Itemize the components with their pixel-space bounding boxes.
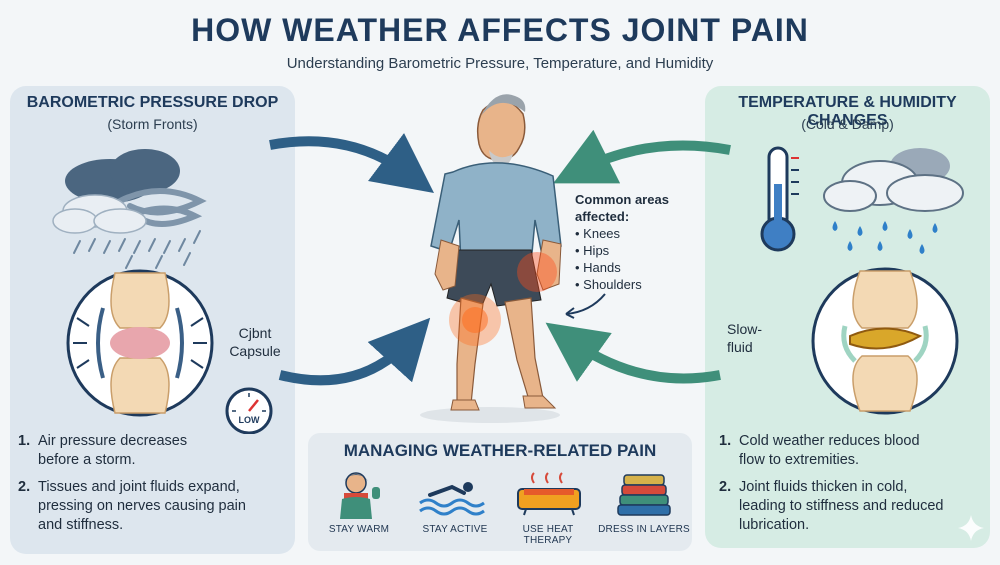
point-item: 2.Joint fluids thicken in cold, [719,479,908,495]
temperature-subheading: (Cold & Damp) [801,116,894,132]
area-item: • Knees [575,226,621,241]
barometric-panel: BAROMETRIC PRESSURE DROP (Storm Fronts) [10,86,295,554]
tip-label: DRESS IN LAYERS [598,524,690,535]
arrow-top-right [553,129,731,184]
page-subtitle: Understanding Barometric Pressure, Tempe… [286,55,714,72]
joint-label-line1: Cjbnt [238,325,272,341]
hand-pain-glow [517,252,557,292]
barometric-subheading: (Storm Fronts) [107,116,198,132]
person-scarf-icon [340,472,380,519]
barometric-heading: BAROMETRIC PRESSURE DROP [26,94,279,111]
areas-heading-line1: Common areas [575,192,669,207]
arrow-bottom-right [545,322,721,384]
pointer-arrow-icon [565,293,606,319]
tip-dress-layers: DRESS IN LAYERS [598,469,690,535]
gauge-low-label: LOW [238,415,260,425]
common-areas-box: Common areas affected: • Knees • Hips • … [575,191,695,293]
point-item: 1.Air pressure decreases [18,433,188,449]
page-title: HOW WEATHER AFFECTS JOINT PAIN [191,12,809,48]
point-item: 2.Tissues and joint fluids expand, [18,479,240,495]
gauge-icon [225,387,273,435]
temperature-heading: TEMPERATURE & HUMIDITY CHANGES [738,94,957,129]
thermometer-icon [760,146,799,252]
barometer-gauge: LOW [220,384,278,435]
bathtub-icon [517,472,581,516]
area-item: • Hips [575,243,610,258]
sparkle-icon [958,515,984,541]
fluid-label-line2: fluid [727,339,753,355]
tip-label: STAY ACTIVE [422,524,488,535]
temperature-panel: TEMPERATURE & HUMIDITY CHANGES (Cold & D… [705,86,990,548]
swimmer-icon [419,482,485,516]
arrow-bottom-left [278,317,431,386]
joint-label-line2: Capsule [229,343,281,359]
temperature-points: 1.Cold weather reduces blood flow to ext… [719,432,987,535]
elderly-man-figure [420,94,562,423]
rain-cloud-icon [823,148,964,254]
joint-capsule-diagram [66,269,214,417]
flow-arrows [269,129,731,386]
tip-stay-active: STAY ACTIVE [410,469,500,535]
management-panel: MANAGING WEATHER-RELATED PAIN STAY WARM … [308,433,692,551]
tip-label: USE HEAT THERAPY [522,524,574,546]
tip-heat-therapy: USE HEAT THERAPY [498,469,598,546]
point-item: 1.Cold weather reduces blood [719,433,920,449]
area-item: • Shoulders [575,277,642,292]
tip-stay-warm: STAY WARM [314,469,404,535]
area-item: • Hands [575,260,621,275]
tip-label: STAY WARM [328,524,390,535]
areas-heading-line2: affected: [575,209,630,224]
arrow-top-left [269,133,435,193]
fluid-label-line1: Slow- [727,321,763,337]
management-heading: MANAGING WEATHER-RELATED PAIN [343,441,657,460]
storm-cloud-icon [52,149,207,269]
barometric-points: 1.Air pressure decreases before a storm.… [18,432,293,535]
joint-slow-fluid-diagram [811,267,959,415]
folded-clothes-icon [617,474,671,516]
